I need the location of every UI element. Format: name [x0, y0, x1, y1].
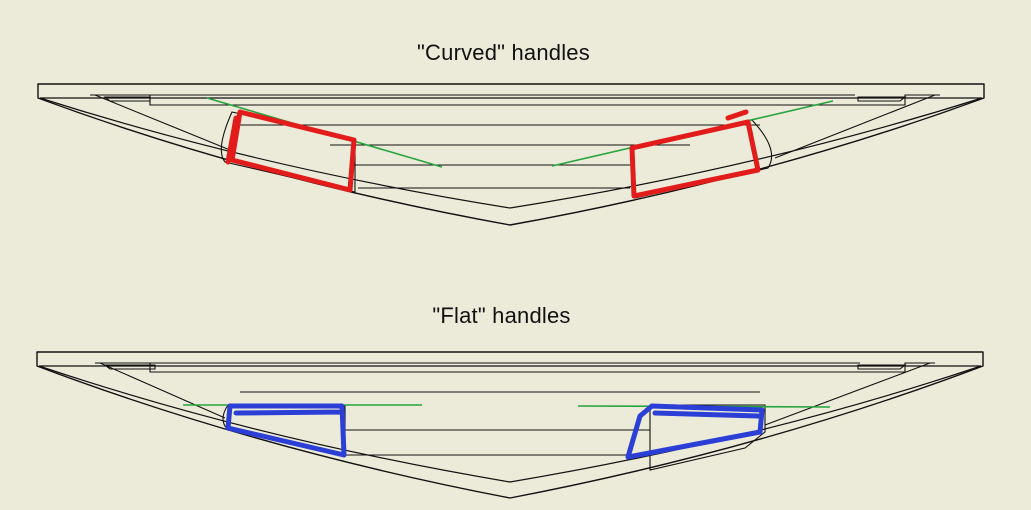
- curved-inner-rail: [90, 94, 940, 106]
- flat-right-slot: [857, 364, 907, 370]
- curved-handles-title: "Curved" handles: [417, 40, 590, 65]
- flat-inner-rail: [95, 362, 935, 373]
- curved-right-handle-outline: [629, 109, 761, 199]
- curved-hull-cavity: [39, 97, 983, 209]
- flat-right-handle-block: [649, 404, 766, 471]
- curved-section: [37, 83, 985, 226]
- flat-left-handle-outline: [225, 403, 347, 458]
- flat-hull-cavity: [38, 365, 982, 483]
- curved-right-handle-block: [631, 119, 773, 199]
- curved-left-handle-outline: [225, 109, 357, 193]
- flat-left-slot: [103, 364, 156, 370]
- curved-left-slot: [103, 96, 151, 102]
- flat-section: [36, 351, 984, 499]
- flat-side-slopes: [99, 362, 931, 426]
- curved-right-slot: [857, 96, 907, 102]
- flat-hull-shell: [36, 351, 984, 499]
- curved-side-slopes: [94, 94, 936, 159]
- curved-hull-shell: [37, 83, 985, 226]
- flat-handles-title: "Flat" handles: [432, 303, 571, 328]
- flat-right-handle-outline: [625, 403, 765, 460]
